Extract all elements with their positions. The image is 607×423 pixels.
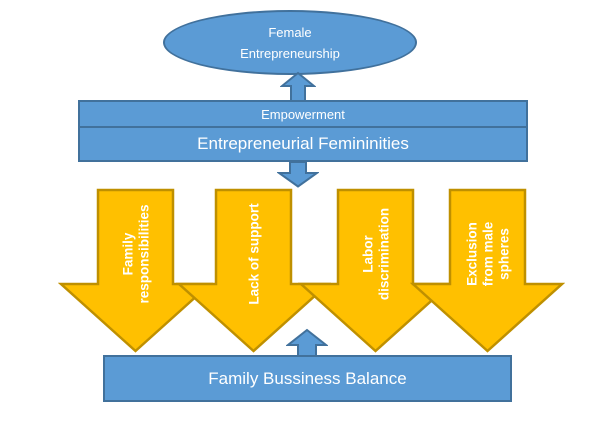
family-business-balance-box: Family Bussiness Balance: [103, 355, 512, 402]
barrier-label: Family responsibilities: [119, 204, 151, 304]
down-block-arrow-icon: [410, 188, 565, 353]
down-block-arrow-icon: [176, 188, 331, 353]
barrier-label: Lack of support: [245, 203, 261, 305]
entrepreneurial-femininities-label: Entrepreneurial Femininities: [197, 134, 409, 153]
female-entrepreneurship-label: Female Entrepreneurship: [240, 24, 340, 61]
empowerment-label: Empowerment: [80, 102, 526, 128]
empowerment-femininities-box: Empowerment Entrepreneurial Femininities: [78, 100, 528, 162]
up-arrow-icon: [280, 71, 316, 102]
family-business-balance-label: Family Bussiness Balance: [208, 368, 407, 388]
up-arrow-icon: [286, 328, 328, 356]
barrier-lack-of-support: Lack of support: [176, 188, 331, 354]
barrier-family-responsibilities: Family responsibilities: [58, 188, 213, 354]
female-entrepreneurship-ellipse: Female Entrepreneurship: [163, 10, 417, 75]
barrier-label: Labor discrimination: [359, 207, 391, 301]
barrier-exclusion-from-male-spheres: Exclusion from male spheres: [410, 188, 565, 354]
barrier-labor-discrimination: Labor discrimination: [298, 188, 453, 354]
down-block-arrow-icon: [58, 188, 213, 353]
barrier-label: Exclusion from male spheres: [463, 221, 511, 287]
down-arrow-icon: [277, 161, 319, 188]
down-block-arrow-icon: [298, 188, 453, 353]
